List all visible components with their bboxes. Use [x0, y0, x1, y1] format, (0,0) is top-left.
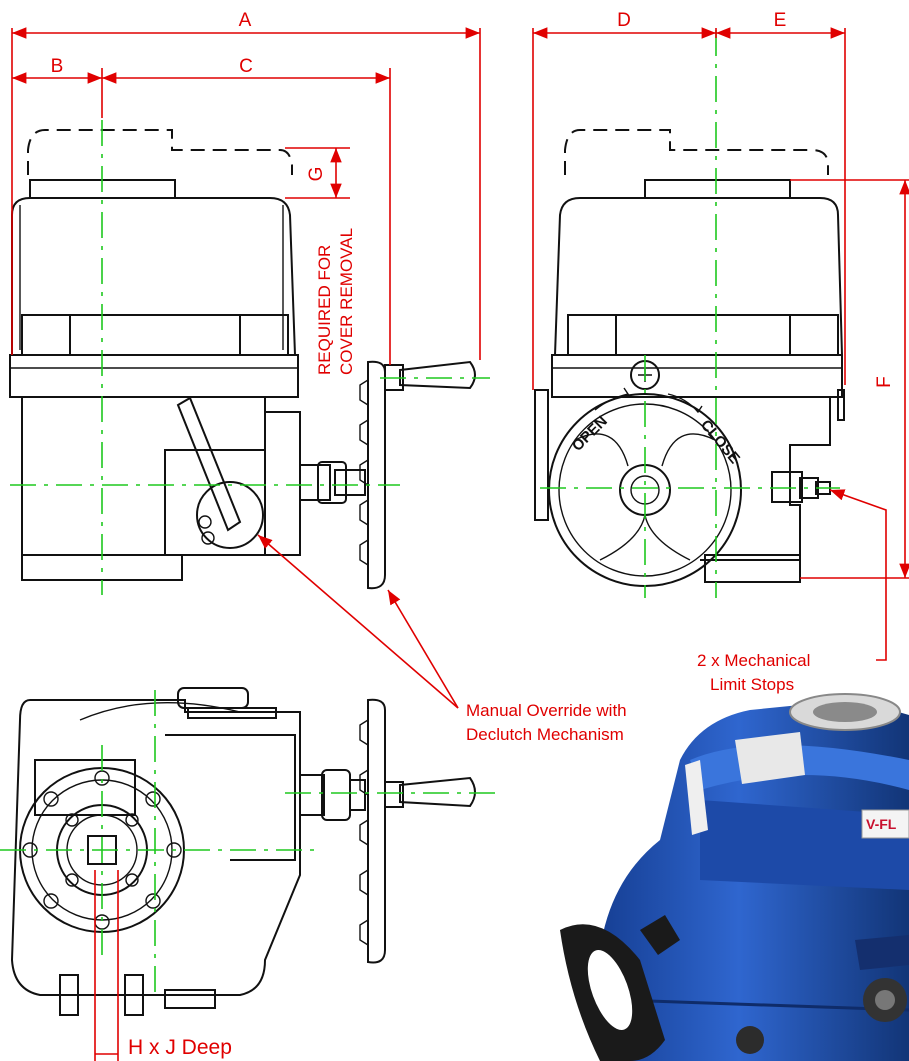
brand-label-partial: V-FL [866, 816, 897, 832]
cover-removal-note-line1: REQUIRED FOR [315, 245, 334, 375]
dimension-f-label: F [874, 376, 895, 388]
dial-open-label: OPEN [569, 413, 611, 455]
bottom-view [10, 687, 476, 1016]
dimension-e-label: E [774, 10, 787, 31]
cover-removal-note-line2: COVER REMOVAL [337, 228, 356, 375]
front-view [9, 129, 476, 590]
limit-stops-note-line1: 2 x Mechanical [697, 651, 810, 670]
manual-override-note-line2: Declutch Mechanism [466, 725, 624, 744]
hole-note: H x J Deep [128, 1036, 232, 1059]
dimension-a-label: A [239, 10, 252, 31]
dimension-c-label: C [239, 56, 253, 77]
dimension-b-label: B [51, 56, 64, 77]
dimension-d-label: D [617, 10, 631, 31]
actuator-product-photo: V-FL [560, 693, 909, 1061]
manual-override-note-line1: Manual Override with [466, 701, 627, 720]
dimension-g-label: G [306, 167, 327, 182]
side-view [534, 129, 845, 587]
limit-stops-note-line2: Limit Stops [710, 675, 794, 694]
dial-close-label: CLOSE [697, 417, 743, 468]
